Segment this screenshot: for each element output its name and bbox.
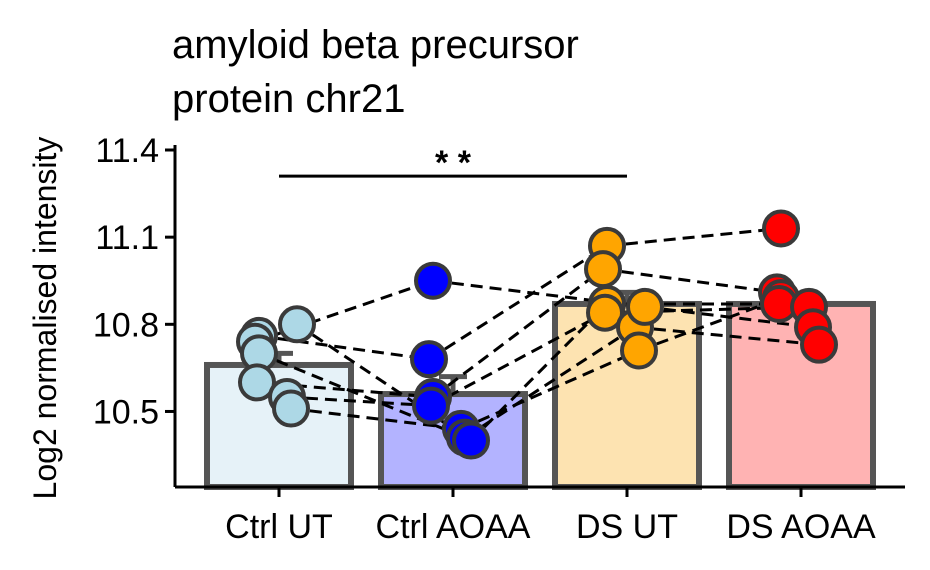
y-tick-label-3: 11.4 (95, 132, 159, 170)
x-tick-label-0: Ctrl UT (225, 508, 333, 546)
pair-line-5-2 (644, 305, 814, 329)
data-point-1-0 (414, 261, 452, 300)
pair-line-6-0 (296, 323, 472, 442)
y-tick-label-2: 11.1 (95, 219, 159, 257)
pair-line-6-1 (469, 302, 609, 442)
data-point-3-0 (762, 209, 800, 248)
pair-line-4-0 (290, 407, 462, 431)
y-tick-label-1: 10.8 (93, 306, 159, 344)
pair-line-0-2 (606, 226, 782, 248)
data-point-2-3 (586, 293, 624, 332)
significance-label: * * (435, 144, 472, 182)
data-point-1-1 (410, 340, 448, 379)
data-point-0-5 (272, 389, 310, 428)
x-tick-label-1: Ctrl AOAA (376, 508, 531, 546)
pair-line-4-2 (638, 296, 782, 352)
pair-line-3-2 (604, 305, 810, 315)
data-point-2-6 (626, 287, 664, 326)
chart-title-line-1: amyloid beta precursor (172, 23, 579, 67)
y-tick-label-0: 10.5 (93, 393, 159, 431)
data-point-0-6 (278, 305, 316, 344)
x-tick-label-3: DS AOAA (726, 508, 876, 546)
data-point-2-1 (584, 250, 622, 289)
pair-line-3-0 (286, 395, 432, 408)
pair-line-2-2 (634, 325, 820, 347)
pair-line-3-1 (430, 311, 606, 407)
data-point-2-5 (620, 331, 658, 370)
chart-title-line-2: protein chr21 (172, 77, 405, 121)
bar-3 (726, 300, 876, 491)
y-axis-label: Log2 normalised intensity (27, 137, 63, 500)
data-point-3-6 (800, 325, 838, 364)
pair-line-4-1 (460, 349, 640, 431)
x-tick-label-2: DS UT (576, 508, 678, 546)
pair-line-5-0 (254, 279, 434, 344)
data-point-1-3 (412, 386, 450, 425)
data-point-1-6 (452, 421, 490, 460)
data-point-0-3 (238, 363, 276, 402)
pair-line-1-2 (602, 267, 778, 294)
pair-line-2-1 (464, 325, 636, 439)
pair-line-0-1 (428, 244, 608, 361)
pair-line-1-1 (432, 267, 604, 399)
